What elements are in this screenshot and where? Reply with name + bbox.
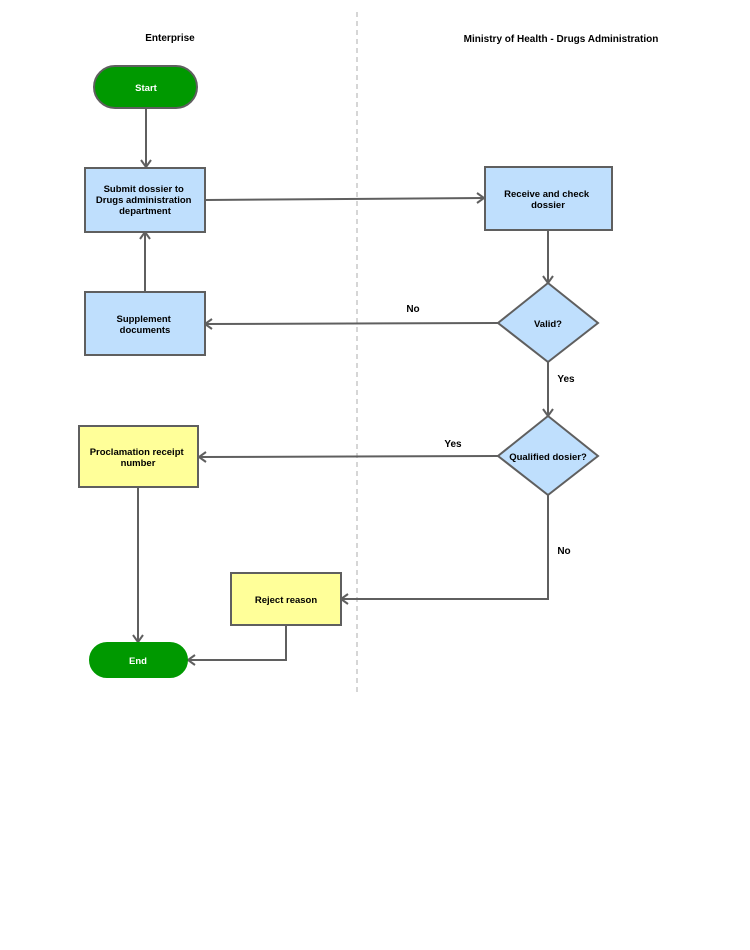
receive-dossier-node: Receive and check dossier: [484, 166, 613, 231]
edge-start-to-submit: [140, 108, 152, 169]
edge-valid-to-supplement: [203, 318, 499, 330]
edge-proclamation-to-end: [132, 487, 144, 644]
valid-decision-label: Valid?: [534, 319, 562, 330]
edge-qualified-to-reject: [339, 495, 549, 605]
end-node: End: [89, 642, 188, 678]
edge-label-valid-yes: Yes: [557, 374, 575, 385]
edge-valid-to-qualified: [542, 362, 554, 418]
reject-reason-label: Reject reason: [255, 595, 318, 606]
reject-reason-node: Reject reason: [230, 572, 342, 626]
edge-label-qualified-no: No: [557, 546, 570, 557]
submit-dossier-label: Submit dossier to Drugs administration d…: [96, 184, 194, 217]
edge-receive-to-valid: [542, 230, 554, 285]
edge-qualified-to-proclamation: [197, 451, 499, 463]
submit-dossier-node: Submit dossier to Drugs administration d…: [84, 167, 206, 233]
edge-label-qualified-yes: Yes: [444, 439, 462, 450]
qualified-decision-label: Qualified dosier?: [509, 452, 587, 463]
proclamation-label: Proclamation receipt number: [90, 447, 187, 469]
end-label: End: [129, 656, 147, 667]
supplement-documents-node: Supplement documents: [84, 291, 206, 356]
lane-title-enterprise: Enterprise: [145, 33, 195, 44]
edge-label-valid-no: No: [406, 304, 419, 315]
proclamation-node: Proclamation receipt number: [78, 425, 199, 488]
lane-title-ministry: Ministry of Health - Drugs Administratio…: [464, 34, 659, 45]
edge-submit-to-receive: [204, 192, 486, 204]
valid-decision-node: Valid?: [496, 281, 600, 364]
start-label: Start: [135, 83, 157, 94]
receive-dossier-label: Receive and check dossier: [504, 189, 592, 211]
start-node: Start: [93, 65, 198, 109]
edge-reject-to-end: [186, 625, 287, 666]
qualified-decision-node: Qualified dosier?: [496, 414, 600, 497]
edge-supplement-to-submit: [139, 230, 151, 292]
supplement-documents-label: Supplement documents: [116, 314, 173, 336]
